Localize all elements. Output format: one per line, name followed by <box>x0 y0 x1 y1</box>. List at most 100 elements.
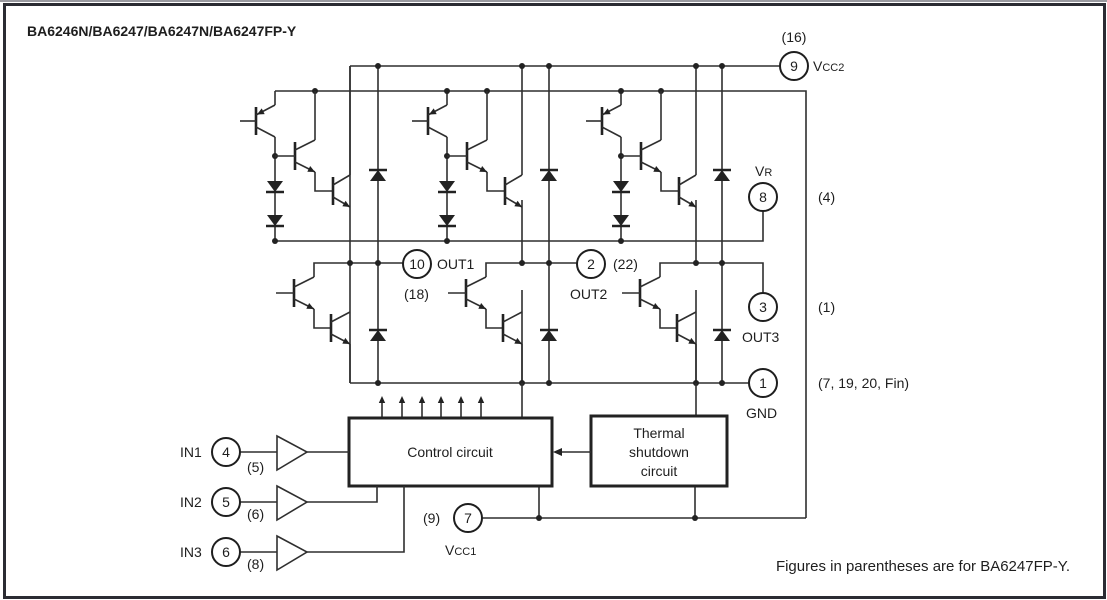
junction-dot <box>272 238 278 244</box>
svg-text:3: 3 <box>759 299 767 315</box>
svg-text:(9): (9) <box>423 510 440 526</box>
transistor-collector <box>502 311 523 323</box>
flyback-diode-lower-icon <box>714 330 730 341</box>
npn-emitter-arrow-icon <box>652 303 660 309</box>
svg-text:(1): (1) <box>818 299 835 315</box>
junction-dot <box>618 88 624 94</box>
svg-text:(7, 19, 20, Fin): (7, 19, 20, Fin) <box>818 375 909 391</box>
junction-dot <box>444 88 450 94</box>
pin-out2: 2 OUT2 (22) <box>570 249 638 302</box>
pin-in1: 4 IN1 (5) <box>180 437 264 475</box>
thermal-label-line3: circuit <box>641 463 678 479</box>
svg-text:8: 8 <box>759 189 767 205</box>
svg-text:IN1: IN1 <box>180 444 202 460</box>
npn-emitter-arrow-icon <box>653 166 661 172</box>
lower-stage-3 <box>622 262 697 383</box>
arrow-up-icon <box>457 396 465 403</box>
pin-vcc2: 9 VCC2 (16) <box>779 29 844 81</box>
npn-emitter-arrow-icon <box>688 200 696 207</box>
svg-text:OUT2: OUT2 <box>570 286 608 302</box>
lower-stages <box>276 262 697 383</box>
thermal-label-line2: shutdown <box>629 444 689 460</box>
junction-dot <box>444 238 450 244</box>
pnp-emitter-arrow-icon <box>429 108 437 115</box>
thermal-shutdown-block <box>589 414 729 488</box>
bias-diode-icon <box>613 215 629 226</box>
transistor-collector <box>294 139 316 151</box>
pin-in3: 6 IN3 (8) <box>180 537 264 572</box>
diagram-frame <box>3 3 1106 599</box>
svg-text:VCC2: VCC2 <box>813 58 844 74</box>
thermal-label-line1: Thermal <box>633 425 684 441</box>
diagram-title: BA6246N/BA6247/BA6247N/BA6247FP-Y <box>27 23 297 39</box>
pin-out3: 3 OUT3 (1) <box>742 292 835 345</box>
flyback-diode-upper-icon <box>714 170 730 181</box>
pin-vcc1: 7 VCC1 (9) <box>423 503 483 558</box>
flyback-diode-lower-icon <box>370 330 386 341</box>
svg-text:(16): (16) <box>782 29 807 45</box>
npn-emitter-arrow-icon <box>688 337 696 344</box>
svg-text:VR: VR <box>755 163 772 179</box>
pnp-emitter-arrow-icon <box>603 108 611 115</box>
npn-emitter-arrow-icon <box>342 337 350 344</box>
lower-stage-1 <box>276 262 351 383</box>
flyback-diode-upper-icon <box>370 170 386 181</box>
svg-text:GND: GND <box>746 405 777 421</box>
svg-text:2: 2 <box>587 256 595 272</box>
bias-diode-icon <box>267 215 283 226</box>
svg-text:IN2: IN2 <box>180 494 202 510</box>
svg-text:1: 1 <box>759 375 767 391</box>
pin-vr: 8 VR (4) <box>748 163 835 212</box>
footnote: Figures in parentheses are for BA6247FP-… <box>776 558 1070 575</box>
transistor-collector <box>332 174 351 186</box>
transistor-collector <box>639 276 661 288</box>
svg-text:(6): (6) <box>247 506 264 522</box>
bias-diode-icon <box>439 215 455 226</box>
svg-text:(22): (22) <box>613 256 638 272</box>
transistor-collector <box>640 139 662 151</box>
npn-emitter-arrow-icon <box>307 166 315 172</box>
flyback-diode-lower-icon <box>541 330 557 341</box>
npn-emitter-arrow-icon <box>514 337 522 344</box>
vcc1-line <box>482 486 806 519</box>
svg-text:4: 4 <box>222 444 230 460</box>
npn-emitter-arrow-icon <box>306 303 314 309</box>
flyback-diode-upper-icon <box>541 170 557 181</box>
transistor-collector <box>330 311 351 323</box>
control-output-arrows <box>378 396 485 418</box>
arrow-up-icon <box>398 396 406 403</box>
transistor-collector <box>601 126 622 138</box>
out3-wire <box>696 262 764 293</box>
pnp-emitter-arrow-icon <box>257 108 265 115</box>
upper-bias-rail <box>275 90 807 518</box>
svg-text:(18): (18) <box>404 286 429 302</box>
svg-text:7: 7 <box>464 510 472 526</box>
transistor-collector <box>293 276 315 288</box>
flyback-diodes <box>369 168 731 341</box>
svg-text:VCC1: VCC1 <box>445 542 476 558</box>
vr-rail <box>275 208 764 242</box>
pin-out1: 10 OUT1 (18) <box>402 249 475 302</box>
bias-diode-icon <box>613 181 629 192</box>
control-circuit-label: Control circuit <box>407 444 493 460</box>
pin-gnd: 1 GND (7, 19, 20, Fin) <box>746 368 909 421</box>
input-buffers <box>240 434 405 572</box>
npn-emitter-arrow-icon <box>514 200 522 207</box>
svg-text:OUT1: OUT1 <box>437 256 475 272</box>
svg-text:OUT3: OUT3 <box>742 329 780 345</box>
transistor-collector <box>678 174 697 186</box>
transistor-collector <box>504 174 523 186</box>
npn-emitter-arrow-icon <box>342 200 350 207</box>
junction-dot <box>618 238 624 244</box>
arrow-up-icon <box>477 396 485 403</box>
lower-stage-2 <box>448 262 523 383</box>
svg-text:(5): (5) <box>247 459 264 475</box>
transistor-collector <box>676 311 697 323</box>
upper-stage-2 <box>412 88 523 244</box>
bias-diode-icon <box>439 181 455 192</box>
svg-text:10: 10 <box>409 256 425 272</box>
svg-text:5: 5 <box>222 494 230 510</box>
thermal-arrow-icon <box>553 448 562 456</box>
bias-diode-icon <box>267 181 283 192</box>
